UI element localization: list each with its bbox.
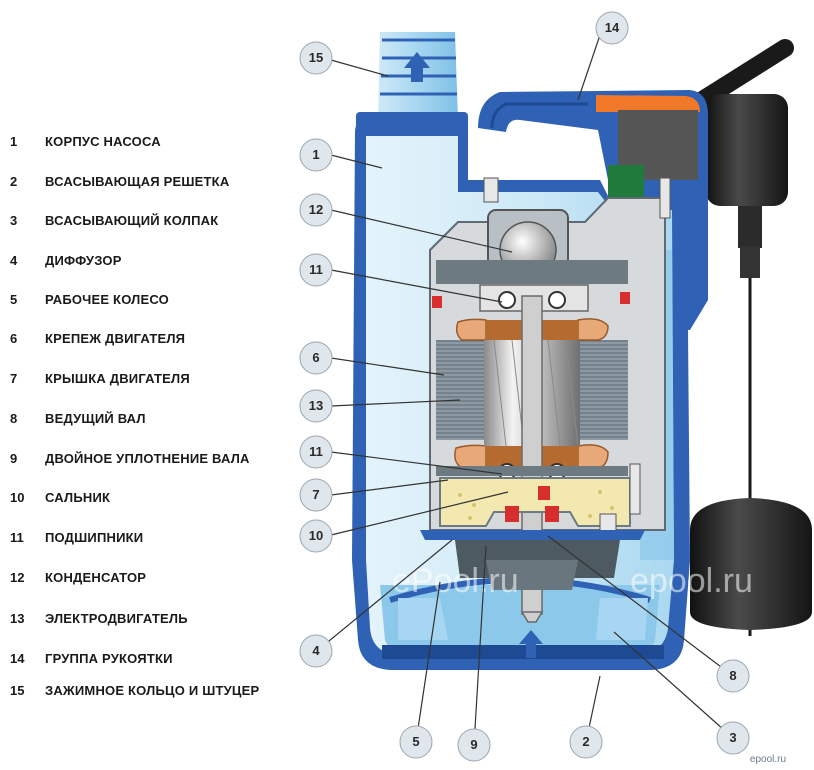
- legend-label: ДВОЙНОЕ УПЛОТНЕНИЕ ВАЛА: [45, 450, 250, 466]
- legend-label: ГРУППА РУКОЯТКИ: [45, 650, 173, 666]
- legend-number: 6: [10, 330, 18, 346]
- legend-label: КРЫШКА ДВИГАТЕЛЯ: [45, 370, 190, 386]
- callout-11-top: 11: [299, 253, 333, 287]
- legend-label: КОРПУС НАСОСА: [45, 133, 161, 149]
- legend-label: ДИФФУЗОР: [45, 252, 122, 268]
- outlet-pipe: [356, 32, 468, 136]
- legend-label: ВСАСЫВАЮЩИЙ КОЛПАК: [45, 212, 219, 228]
- legend-label: ПОДШИПНИКИ: [45, 529, 144, 545]
- callout-8: 8: [716, 659, 750, 693]
- watermark: ePool.ru: [160, 562, 287, 600]
- legend-label: КОНДЕНСАТОР: [45, 569, 147, 585]
- callout-10: 10: [299, 519, 333, 553]
- credit-text: epool.ru: [750, 754, 786, 765]
- callout-9: 9: [457, 728, 491, 762]
- legend-number: 7: [10, 370, 18, 386]
- svg-text:3: 3: [729, 730, 736, 745]
- legend-number: 11: [10, 529, 24, 545]
- svg-text:14: 14: [605, 20, 620, 35]
- legend-label: ЗАЖИМНОЕ КОЛЬЦО И ШТУЦЕР: [45, 682, 260, 698]
- callout-5: 5: [399, 725, 433, 759]
- watermark: epool.ru: [630, 562, 753, 600]
- svg-text:1: 1: [312, 147, 319, 162]
- callout-1: 1: [299, 138, 333, 172]
- float-switch: [606, 39, 812, 636]
- legend-label: ВЕДУЩИЙ ВАЛ: [45, 410, 146, 426]
- legend-label: ЭЛЕКТРОДВИГАТЕЛЬ: [45, 610, 188, 626]
- watermark: ePool.ru: [392, 562, 519, 600]
- svg-text:11: 11: [309, 444, 323, 459]
- svg-text:4: 4: [312, 643, 320, 658]
- svg-text:15: 15: [309, 50, 323, 65]
- svg-text:2: 2: [582, 734, 589, 749]
- legend-number: 3: [10, 212, 18, 228]
- inlet-arrow-icon: [519, 630, 543, 658]
- callout-14: 14: [595, 11, 629, 45]
- legend-number: 10: [10, 489, 25, 505]
- legend-label: ВСАСЫВАЮЩАЯ РЕШЕТКА: [45, 173, 230, 189]
- callout-3: 3: [716, 721, 750, 755]
- callout-2: 2: [569, 725, 603, 759]
- callout-4: 4: [299, 634, 333, 668]
- svg-text:9: 9: [470, 737, 477, 752]
- legend-label: САЛЬНИК: [45, 489, 111, 505]
- svg-text:5: 5: [412, 734, 419, 749]
- legend-label: КРЕПЕЖ ДВИГАТЕЛЯ: [45, 330, 186, 346]
- motor-assembly: [420, 177, 671, 623]
- svg-text:10: 10: [309, 528, 323, 543]
- legend-number: 1: [10, 133, 18, 149]
- callout-6: 6: [299, 341, 333, 375]
- legend-number: 14: [10, 650, 25, 666]
- parts-legend: 1 КОРПУС НАСОСА 2 ВСАСЫВАЮЩАЯ РЕШЕТКА 3 ВСА…: [0, 0, 300, 770]
- callout-13: 13: [299, 389, 333, 423]
- watermarks: ePool.ru ePool.ru epool.ru: [160, 562, 753, 600]
- callouts: 15 14 1 12 11 6 13 11 7 10 4 8 3 5 9 2: [299, 11, 750, 762]
- callout-11-bottom: 11: [299, 435, 333, 469]
- callout-12: 12: [299, 193, 333, 227]
- leader-lines: [317, 34, 734, 746]
- legend-number: 15: [10, 682, 25, 698]
- svg-text:7: 7: [312, 487, 319, 502]
- svg-text:13: 13: [309, 398, 323, 413]
- legend-number: 13: [10, 610, 25, 626]
- svg-text:8: 8: [729, 668, 736, 683]
- legend-number: 9: [10, 450, 18, 466]
- callout-7: 7: [299, 478, 333, 512]
- legend-number: 2: [10, 173, 18, 189]
- legend-number: 5: [10, 291, 18, 307]
- legend-number: 8: [10, 410, 18, 426]
- callout-15: 15: [299, 41, 333, 75]
- svg-text:12: 12: [309, 202, 323, 217]
- svg-text:6: 6: [312, 350, 319, 365]
- legend-number: 12: [10, 569, 25, 585]
- svg-text:11: 11: [309, 262, 323, 277]
- legend-label: РАБОЧЕЕ КОЛЕСО: [45, 291, 169, 307]
- legend-number: 4: [10, 252, 18, 268]
